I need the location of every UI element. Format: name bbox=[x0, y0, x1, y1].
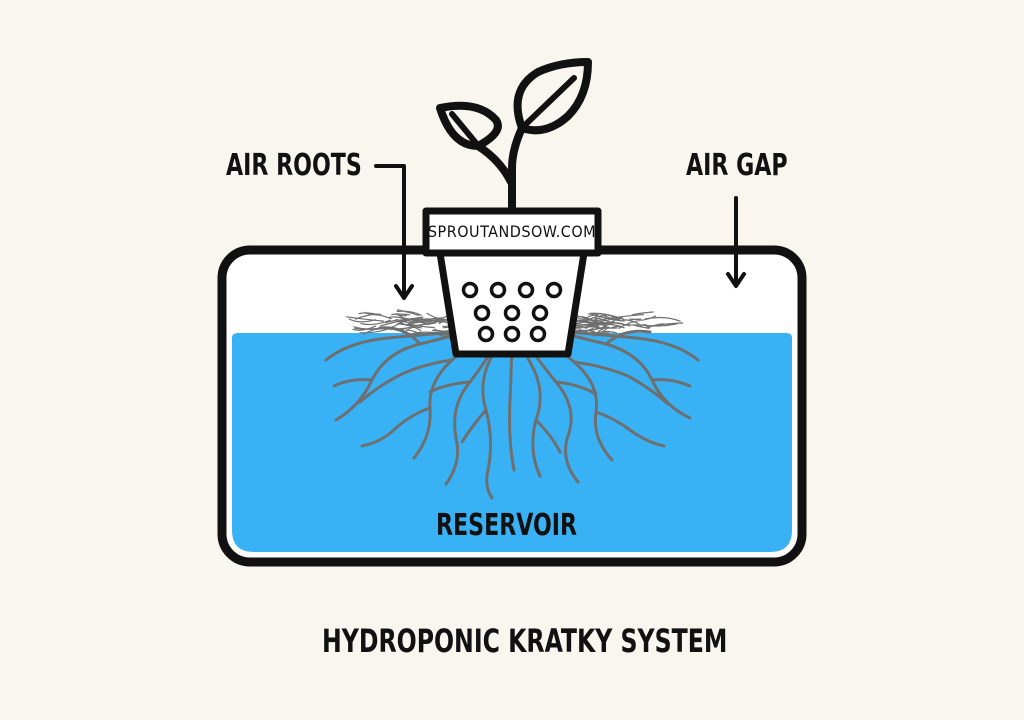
air-root-strand bbox=[365, 311, 382, 316]
root-strand bbox=[594, 410, 666, 448]
air-root-strand bbox=[348, 318, 377, 323]
label-air-gap: AIR GAP bbox=[686, 148, 788, 183]
leaf-right-icon bbox=[513, 58, 592, 135]
air-root-strand bbox=[352, 325, 377, 331]
pot-hole bbox=[503, 325, 521, 343]
seedling-icon bbox=[436, 58, 592, 216]
pot-body bbox=[436, 252, 588, 358]
leaf-left-vein bbox=[449, 111, 479, 146]
root-strand bbox=[358, 358, 454, 404]
air-root-strand bbox=[590, 327, 608, 334]
net-pot-icon bbox=[422, 207, 602, 358]
diagram-title: HYDROPONIC KRATKY SYSTEM bbox=[322, 622, 728, 660]
air-root-strand bbox=[394, 318, 419, 327]
air-root-strand bbox=[411, 321, 444, 323]
label-reservoir: RESERVOIR bbox=[436, 508, 578, 543]
root-strand bbox=[604, 329, 652, 346]
arrow-air-roots-head bbox=[394, 284, 414, 300]
pot-hole bbox=[473, 304, 491, 322]
root-strand bbox=[650, 378, 692, 388]
air-root-strand bbox=[581, 327, 605, 335]
pot-hole bbox=[503, 304, 521, 322]
air-root-strand bbox=[360, 319, 391, 326]
air-root-strand bbox=[396, 310, 422, 316]
air-root-strand bbox=[601, 319, 616, 326]
air-root-strand bbox=[646, 323, 664, 329]
root-strand bbox=[332, 378, 374, 388]
air-root-strand bbox=[641, 323, 678, 327]
air-root-strand bbox=[597, 326, 610, 333]
pot-hole bbox=[477, 325, 495, 343]
root-strand bbox=[554, 380, 598, 396]
air-root-strand bbox=[417, 317, 443, 322]
air-root-strand bbox=[618, 324, 630, 330]
air-root-strand bbox=[582, 317, 608, 322]
air-root-strand bbox=[593, 332, 610, 337]
leaf-left-icon bbox=[436, 101, 502, 150]
root-strand bbox=[572, 360, 670, 406]
pot-hole bbox=[529, 325, 547, 343]
pot-rim bbox=[422, 207, 602, 257]
air-root-strand bbox=[359, 325, 395, 334]
air-root-strand bbox=[594, 317, 614, 325]
air-root-strand bbox=[406, 329, 426, 337]
water-fill bbox=[232, 333, 792, 552]
root-strand bbox=[360, 406, 432, 448]
pot-hole bbox=[489, 281, 507, 299]
air-roots bbox=[346, 309, 684, 341]
label-air-roots: AIR ROOTS bbox=[226, 148, 362, 183]
air-root-strand bbox=[398, 322, 423, 327]
air-root-strand bbox=[610, 325, 625, 329]
reservoir bbox=[217, 245, 807, 567]
root-strand bbox=[460, 408, 488, 444]
air-root-strand bbox=[411, 331, 446, 336]
air-root-strand bbox=[584, 314, 599, 321]
pot-hole bbox=[517, 281, 535, 299]
air-root-strand bbox=[631, 311, 654, 316]
arrow-air-gap-head bbox=[726, 272, 746, 288]
air-root-strand bbox=[358, 312, 392, 320]
pot-hole bbox=[545, 281, 563, 299]
air-root-strand bbox=[404, 326, 422, 334]
air-root-strand bbox=[391, 313, 411, 316]
root-strand bbox=[534, 418, 562, 454]
pot-holes bbox=[461, 281, 563, 343]
air-root-strand bbox=[396, 309, 420, 316]
air-root-strand bbox=[346, 316, 385, 322]
plant-stem bbox=[508, 124, 526, 216]
arrow-air-roots-icon bbox=[374, 164, 406, 298]
air-root-strand bbox=[354, 327, 384, 330]
air-root-strand bbox=[589, 312, 625, 320]
leaf-right-vein bbox=[523, 75, 577, 127]
air-root-strand bbox=[355, 313, 382, 320]
air-root-strand bbox=[401, 317, 428, 325]
root-strand bbox=[428, 380, 472, 394]
pot-brand-text: SPROUTANDSOW.COM bbox=[427, 222, 597, 241]
pot-hole bbox=[531, 304, 549, 322]
air-root-strand bbox=[634, 315, 657, 321]
pot-hole bbox=[461, 281, 479, 299]
